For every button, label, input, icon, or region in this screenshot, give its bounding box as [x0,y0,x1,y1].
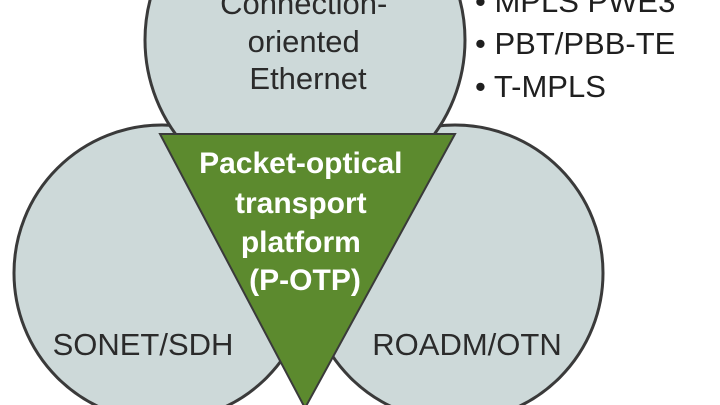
p-otp-line-1: Packet-optical [199,147,402,180]
technology-bullet-list: • MPLS PWE3 • PBT/PBB-TE • T-MPLS [475,0,684,104]
p-otp-line-3: platform [241,226,361,259]
bullet-item: • MPLS PWE3 [475,0,675,19]
ethernet-line-3: Ethernet [249,61,367,96]
p-otp-label: Packet-optical transport platform (P-OTP… [199,147,411,297]
p-otp-line-4: (P-OTP) [249,264,361,297]
bullet-item: • PBT/PBB-TE [475,26,675,61]
ethernet-label: Connection- oriented Ethernet [220,0,396,96]
p-otp-triangle [158,133,457,405]
p-otp-line-2: transport [235,187,367,220]
ethernet-line-1: Connection- [220,0,387,21]
sonet-sdh-label: SONET/SDH [53,327,234,362]
roadm-otn-label: ROADM/OTN [372,327,561,362]
bullet-item: • T-MPLS [475,69,606,104]
ethernet-line-2: oriented [248,24,360,59]
